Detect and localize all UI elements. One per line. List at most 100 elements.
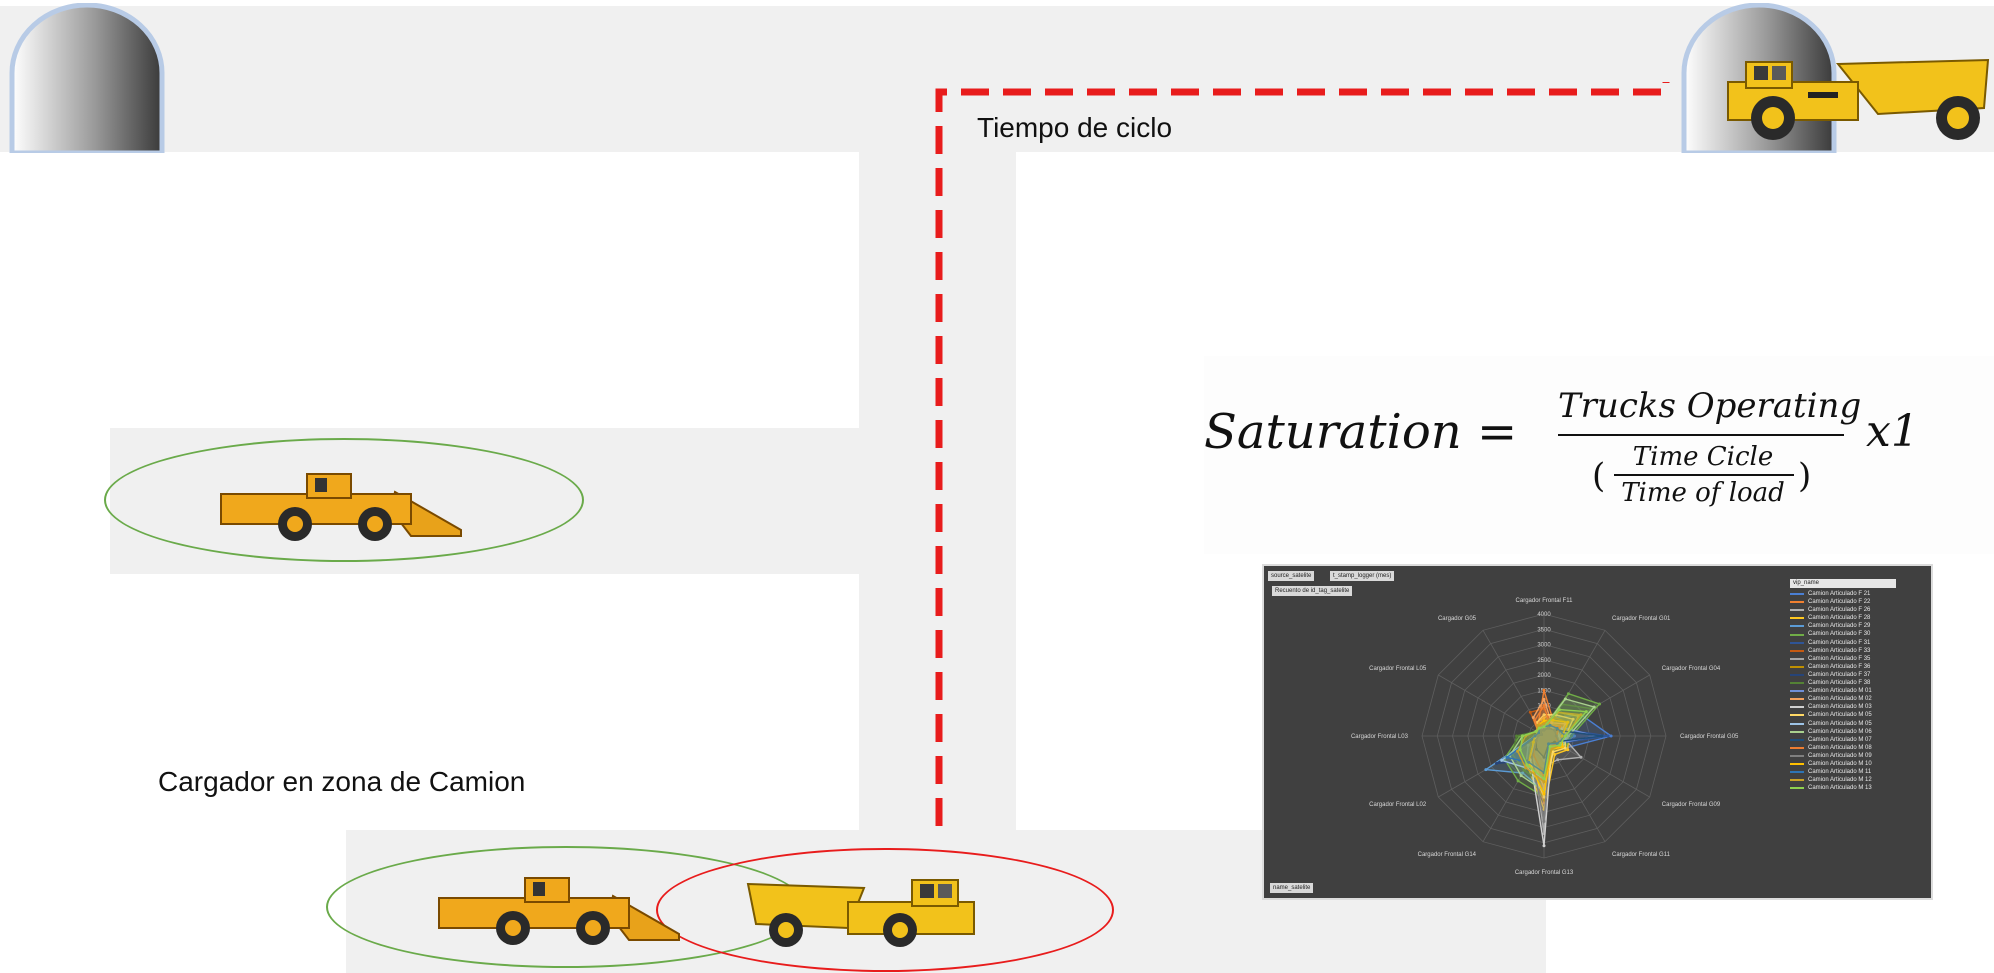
radar-series-point: [1551, 718, 1555, 722]
legend-label: Camion Articulado F 21: [1808, 591, 1871, 597]
radar-series-point: [1537, 742, 1541, 746]
radar-category-label: Cargador Frontal G05: [1680, 734, 1739, 740]
legend-swatch: [1790, 649, 1804, 652]
formula-paren-left: (: [1592, 456, 1606, 496]
radar-category-label: Cargador Frontal F11: [1516, 598, 1574, 604]
radar-series-point: [1542, 719, 1546, 723]
legend-swatch: [1790, 787, 1804, 790]
radar-series-point: [1521, 771, 1525, 775]
legend-entry: Camion Articulado M 02: [1790, 695, 1896, 703]
radar-series-point: [1561, 745, 1564, 749]
legend-label: Camion Articulado F 33: [1808, 647, 1871, 654]
radar-series-point: [1563, 722, 1567, 726]
loader-ring-middle: [104, 438, 584, 562]
radar-category-label: Cargador Frontal G04: [1662, 666, 1721, 672]
legend-entry: Camion Articulado F 31: [1790, 639, 1896, 647]
formula-inner-fraction-bar: [1614, 474, 1794, 476]
truck-ring-bottom: [656, 848, 1114, 972]
legend-label: Camion Articulado M 09: [1808, 752, 1872, 759]
radar-category-label: Cargador Frontal G09: [1662, 802, 1721, 808]
radar-series-point: [1547, 742, 1551, 746]
radar-series-point: [1542, 795, 1546, 799]
radar-series-point: [1542, 755, 1546, 759]
radar-series-point: [1571, 717, 1575, 721]
radar-series-point: [1500, 758, 1504, 762]
legend-entry: Camion Articulado F 21: [1790, 590, 1896, 598]
legend-swatch: [1790, 779, 1804, 782]
radar-series-point: [1542, 758, 1546, 762]
radar-series-point: [1528, 710, 1532, 714]
legend-field-vip-name[interactable]: vip_name: [1790, 579, 1896, 588]
legend-entry: Camion Articulado M 12: [1790, 776, 1896, 784]
truck-icon: [746, 879, 975, 947]
legend-label: Camion Articulado F 31: [1808, 639, 1871, 646]
legend-swatch: [1790, 754, 1804, 757]
row-field-name-satelite[interactable]: name_satelite: [1270, 883, 1314, 893]
radar-series-point: [1550, 721, 1554, 725]
radar-series-point: [1553, 728, 1557, 732]
radar-series-point: [1550, 747, 1554, 751]
legend-swatch: [1790, 641, 1804, 644]
filter-t-stamp-logger[interactable]: t_stamp_logger (mes): [1330, 571, 1395, 581]
legend-entry: Camion Articulado F 29: [1790, 622, 1896, 630]
legend-entry: Camion Articulado M 07: [1790, 736, 1896, 744]
radar-series-point: [1522, 768, 1526, 772]
legend-entry: Camion Articulado F 37: [1790, 671, 1896, 679]
legend-entry: Camion Articulado M 09: [1790, 752, 1896, 760]
radar-series-point: [1554, 734, 1558, 738]
radar-series-point: [1566, 720, 1570, 724]
radar-series-point: [1534, 739, 1538, 743]
radar-series-point: [1548, 723, 1552, 727]
legend-swatch: [1790, 673, 1804, 676]
radar-series-point: [1566, 734, 1570, 738]
radar-category-label: Cargador Frontal L03: [1351, 734, 1409, 740]
radar-series-point: [1542, 746, 1546, 750]
radar-chart-panel: source_satelite t_stamp_logger (mes) Rec…: [1262, 564, 1933, 900]
legend-swatch: [1790, 714, 1804, 717]
legend-label: Camion Articulado F 28: [1808, 615, 1871, 622]
loader-icon: [220, 473, 462, 541]
legend-entry: Camion Articulado M 05: [1790, 720, 1896, 728]
legend-entry: Camion Articulado M 13: [1790, 784, 1896, 792]
radar-series-point: [1563, 746, 1567, 750]
radar-series-point: [1600, 734, 1604, 738]
legend-swatch: [1790, 722, 1804, 725]
radar-series-point: [1542, 716, 1546, 720]
legend-swatch: [1790, 625, 1804, 628]
radar-series-point: [1542, 713, 1546, 717]
radar-series-point: [1505, 755, 1509, 759]
value-field-button[interactable]: Recuento de id_tag_satelite: [1272, 586, 1353, 596]
radar-category-label: Cargador Frontal G01: [1612, 616, 1671, 622]
road-top-corridor: [0, 6, 1994, 152]
radar-series-point: [1579, 755, 1583, 759]
legend-label: Camion Articulado M 12: [1808, 777, 1872, 784]
filter-source-satelite[interactable]: source_satelite: [1268, 571, 1315, 581]
radar-series-point: [1533, 718, 1537, 722]
radar-series-point: [1542, 844, 1546, 848]
legend-label: Camion Articulado M 05: [1808, 720, 1872, 727]
radar-category-label: Cargador Frontal L05: [1369, 666, 1427, 672]
radar-series-point: [1569, 734, 1573, 738]
radar-series-point: [1558, 725, 1562, 729]
radar-series-point: [1542, 728, 1546, 732]
radar-series-point: [1551, 750, 1555, 754]
legend-swatch: [1790, 690, 1804, 693]
radar-category-label: Cargador Frontal G13: [1515, 870, 1574, 876]
radar-series-point: [1573, 734, 1576, 738]
legend-swatch: [1790, 609, 1804, 612]
radar-series-point: [1553, 716, 1557, 719]
legend-entry: Camion Articulado F 38: [1790, 679, 1896, 687]
radar-series-point: [1542, 792, 1546, 796]
radar-series-point: [1566, 692, 1570, 696]
legend-label: Camion Articulado M 05: [1808, 712, 1872, 719]
radar-plot: 5001000150020002500300035004000Cargador …: [1351, 598, 1739, 876]
radar-series-point: [1537, 731, 1541, 735]
radar-series-point: [1563, 697, 1567, 701]
legend-entry: Camion Articulado F 28: [1790, 614, 1896, 622]
radar-series-point: [1521, 734, 1525, 738]
legend-swatch: [1790, 730, 1804, 733]
radar-series-point: [1533, 734, 1537, 738]
radar-series-point: [1560, 734, 1564, 738]
legend-swatch: [1790, 746, 1804, 749]
